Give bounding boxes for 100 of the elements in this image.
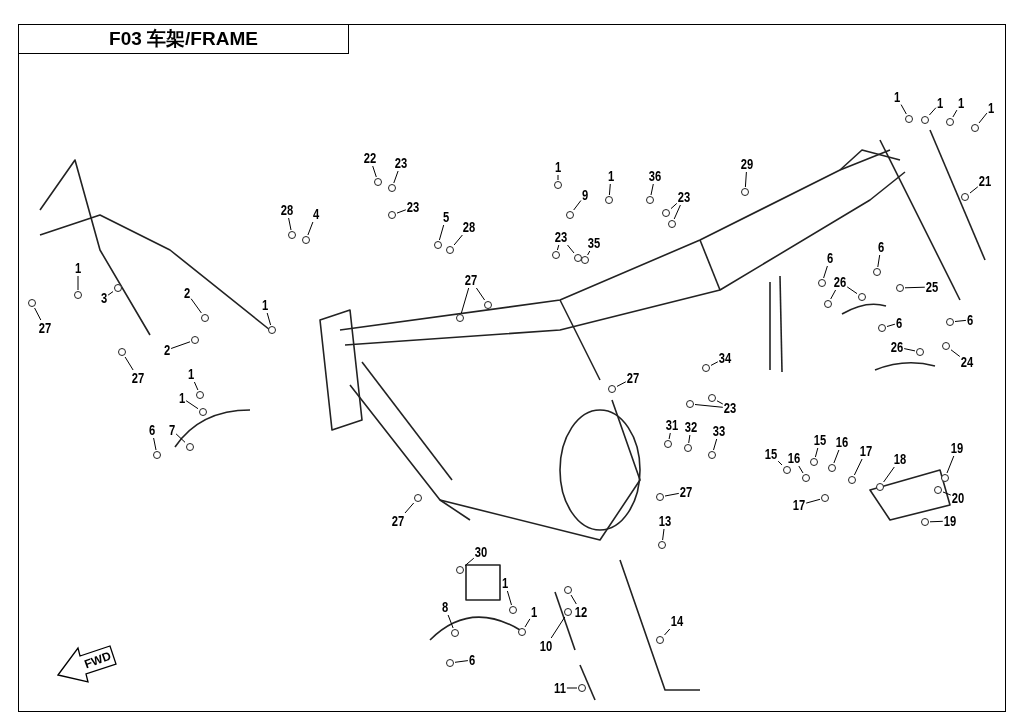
part-marker (28, 299, 36, 307)
leader-line (877, 254, 881, 268)
callout-number: 17 (792, 498, 806, 512)
leader-line (833, 449, 840, 464)
callout-number: 1 (893, 90, 901, 104)
callout-number: 30 (474, 545, 488, 559)
callout-number: 5 (442, 210, 450, 224)
leader-line (969, 186, 979, 194)
leader-line (662, 528, 665, 541)
leader-line (475, 287, 486, 301)
callout-number: 27 (131, 371, 145, 385)
leader-line (823, 265, 828, 279)
leader-line (608, 183, 611, 196)
part-marker (196, 391, 204, 399)
callout-number: 6 (877, 240, 885, 254)
callout-number: 4 (312, 207, 320, 221)
part-marker (821, 494, 829, 502)
direction-label: FWD (82, 649, 113, 671)
callout-number: 1 (74, 261, 82, 275)
callout-number: 14 (670, 614, 684, 628)
callout-number: 27 (626, 371, 640, 385)
callout-number: 22 (363, 151, 377, 165)
callout-number: 27 (464, 273, 478, 287)
callout-number: 1 (261, 298, 269, 312)
leader-line (853, 458, 863, 476)
part-marker (684, 444, 692, 452)
part-marker (388, 211, 396, 219)
leader-line (447, 614, 454, 629)
callout-number: 23 (723, 401, 737, 415)
part-marker (921, 116, 929, 124)
callout-number: 15 (813, 433, 827, 447)
part-marker (708, 451, 716, 459)
leader-line (904, 286, 926, 289)
leader-line (900, 104, 907, 115)
leader-line (946, 455, 955, 474)
part-marker (451, 629, 459, 637)
leader-line (153, 437, 157, 451)
part-marker (896, 284, 904, 292)
leader-line (506, 590, 512, 606)
leader-line (952, 109, 958, 118)
part-marker (268, 326, 276, 334)
leader-line (903, 348, 916, 352)
callout-number: 31 (665, 418, 679, 432)
leader-line (393, 170, 399, 184)
leader-line (556, 244, 560, 251)
callout-number: 1 (530, 605, 538, 619)
part-marker (921, 518, 929, 526)
leader-line (744, 171, 747, 188)
leader-line (670, 202, 678, 210)
leader-line (710, 361, 719, 366)
leader-line (307, 221, 314, 236)
callout-number: 1 (178, 391, 186, 405)
part-marker (971, 124, 979, 132)
part-marker (656, 493, 664, 501)
leader-line (124, 356, 134, 371)
leader-line (928, 107, 937, 116)
part-marker (302, 236, 310, 244)
part-marker (581, 256, 589, 264)
part-marker (686, 400, 694, 408)
part-marker (434, 241, 442, 249)
leader-line (396, 209, 407, 214)
leader-line (942, 491, 952, 496)
callout-number: 23 (394, 156, 408, 170)
callout-number: 27 (38, 321, 52, 335)
callout-number: 33 (712, 424, 726, 438)
leader-line (372, 165, 377, 178)
callout-number: 7 (168, 423, 176, 437)
leader-line (460, 287, 470, 314)
part-marker (484, 301, 492, 309)
leader-line (464, 557, 475, 567)
part-marker (564, 586, 572, 594)
part-marker (946, 318, 954, 326)
callout-number: 1 (607, 169, 615, 183)
callout-number: 23 (554, 230, 568, 244)
part-marker (199, 408, 207, 416)
callout-number: 1 (936, 96, 944, 110)
part-marker (802, 474, 810, 482)
leader-line (929, 520, 944, 523)
leader-line (34, 307, 42, 321)
part-marker (456, 566, 464, 574)
leader-line (190, 298, 202, 314)
callout-number: 1 (987, 101, 995, 115)
leader-line (404, 502, 415, 514)
callout-number: 3 (100, 291, 108, 305)
callout-number: 6 (966, 313, 974, 327)
leader-line (266, 312, 272, 326)
callout-number: 19 (943, 514, 957, 528)
callout-number: 12 (574, 605, 588, 619)
leader-line (716, 400, 724, 405)
part-marker (668, 220, 676, 228)
callout-number: 27 (679, 485, 693, 499)
callout-number: 6 (895, 316, 903, 330)
part-marker (664, 440, 672, 448)
part-marker (388, 184, 396, 192)
leader-line (814, 447, 819, 458)
part-marker (374, 178, 382, 186)
leader-line (950, 349, 961, 357)
callout-number: 6 (148, 423, 156, 437)
leader-line (664, 628, 671, 636)
callout-number: 36 (648, 169, 662, 183)
